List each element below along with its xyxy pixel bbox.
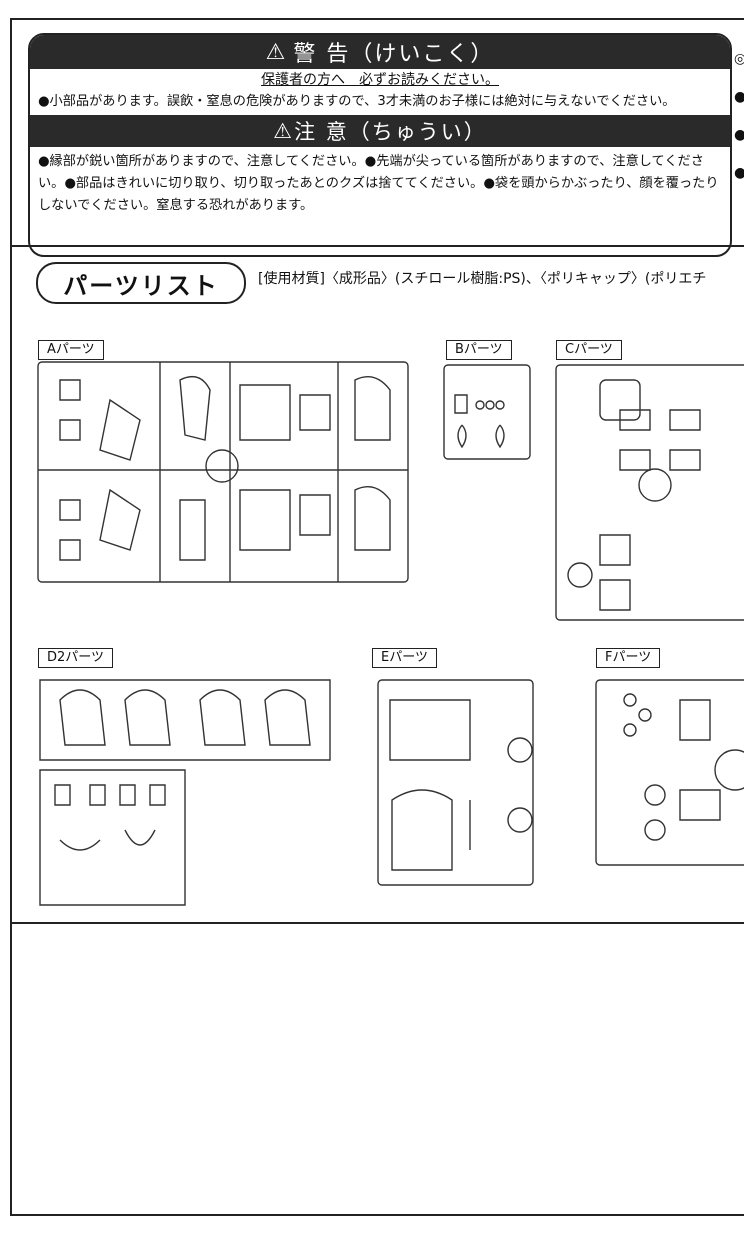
- bullet-icon: ●: [734, 89, 744, 105]
- warning-triangle-icon: ⚠: [265, 39, 288, 65]
- cut-off-bullets: ◎ ● ● ●: [734, 40, 744, 192]
- runner-d2-frame: [39, 679, 331, 906]
- caution-title-text: 注 意（ちゅうい）: [294, 120, 487, 144]
- parts-list-heading: パーツリスト: [36, 262, 246, 304]
- runner-label-e: Eパーツ: [372, 648, 437, 668]
- runner-label-a: Aパーツ: [38, 340, 104, 360]
- divider-top: [10, 245, 744, 247]
- runner-c-frame: [555, 364, 744, 621]
- runner-label-c: Cパーツ: [556, 340, 622, 360]
- divider-bottom: [10, 922, 744, 924]
- bullet-icon: ●: [734, 127, 744, 143]
- caution-text: ●縁部が鋭い箇所がありますので、注意してください。●先端が尖っている箇所がありま…: [38, 154, 719, 213]
- warning-box: ⚠ 警 告（けいこく） 保護者の方へ 必ずお読みください。 ●小部品があります。…: [28, 33, 732, 257]
- runner-label-f: Fパーツ: [596, 648, 661, 668]
- runner-label-d2: D2パーツ: [38, 648, 114, 668]
- warning-title: ⚠ 警 告（けいこく）: [30, 35, 730, 69]
- caution-triangle-icon: ⚠: [273, 119, 295, 143]
- runner-a-frame: [37, 361, 409, 583]
- bullet-icon: ●: [734, 165, 744, 181]
- warning-line: ●小部品があります。誤飲・窒息の危険がありますので、3才未満のお子様には絶対に与…: [38, 94, 676, 109]
- runner-f-frame: [595, 679, 744, 866]
- page-frame: [10, 18, 744, 1216]
- warning-title-text: 警 告（けいこく）: [293, 42, 495, 67]
- runner-b-frame: [443, 364, 531, 460]
- runner-label-b: Bパーツ: [446, 340, 512, 360]
- warning-subtitle: 保護者の方へ 必ずお読みください。: [261, 72, 499, 88]
- material-note: [使用材質]〈成形品〉(スチロール樹脂:PS)、〈ポリキャップ〉(ポリエチ: [258, 271, 707, 287]
- caution-title: ⚠ 注 意（ちゅうい）: [30, 115, 730, 147]
- runner-e-frame: [377, 679, 534, 886]
- bullet-icon: ◎: [734, 51, 744, 67]
